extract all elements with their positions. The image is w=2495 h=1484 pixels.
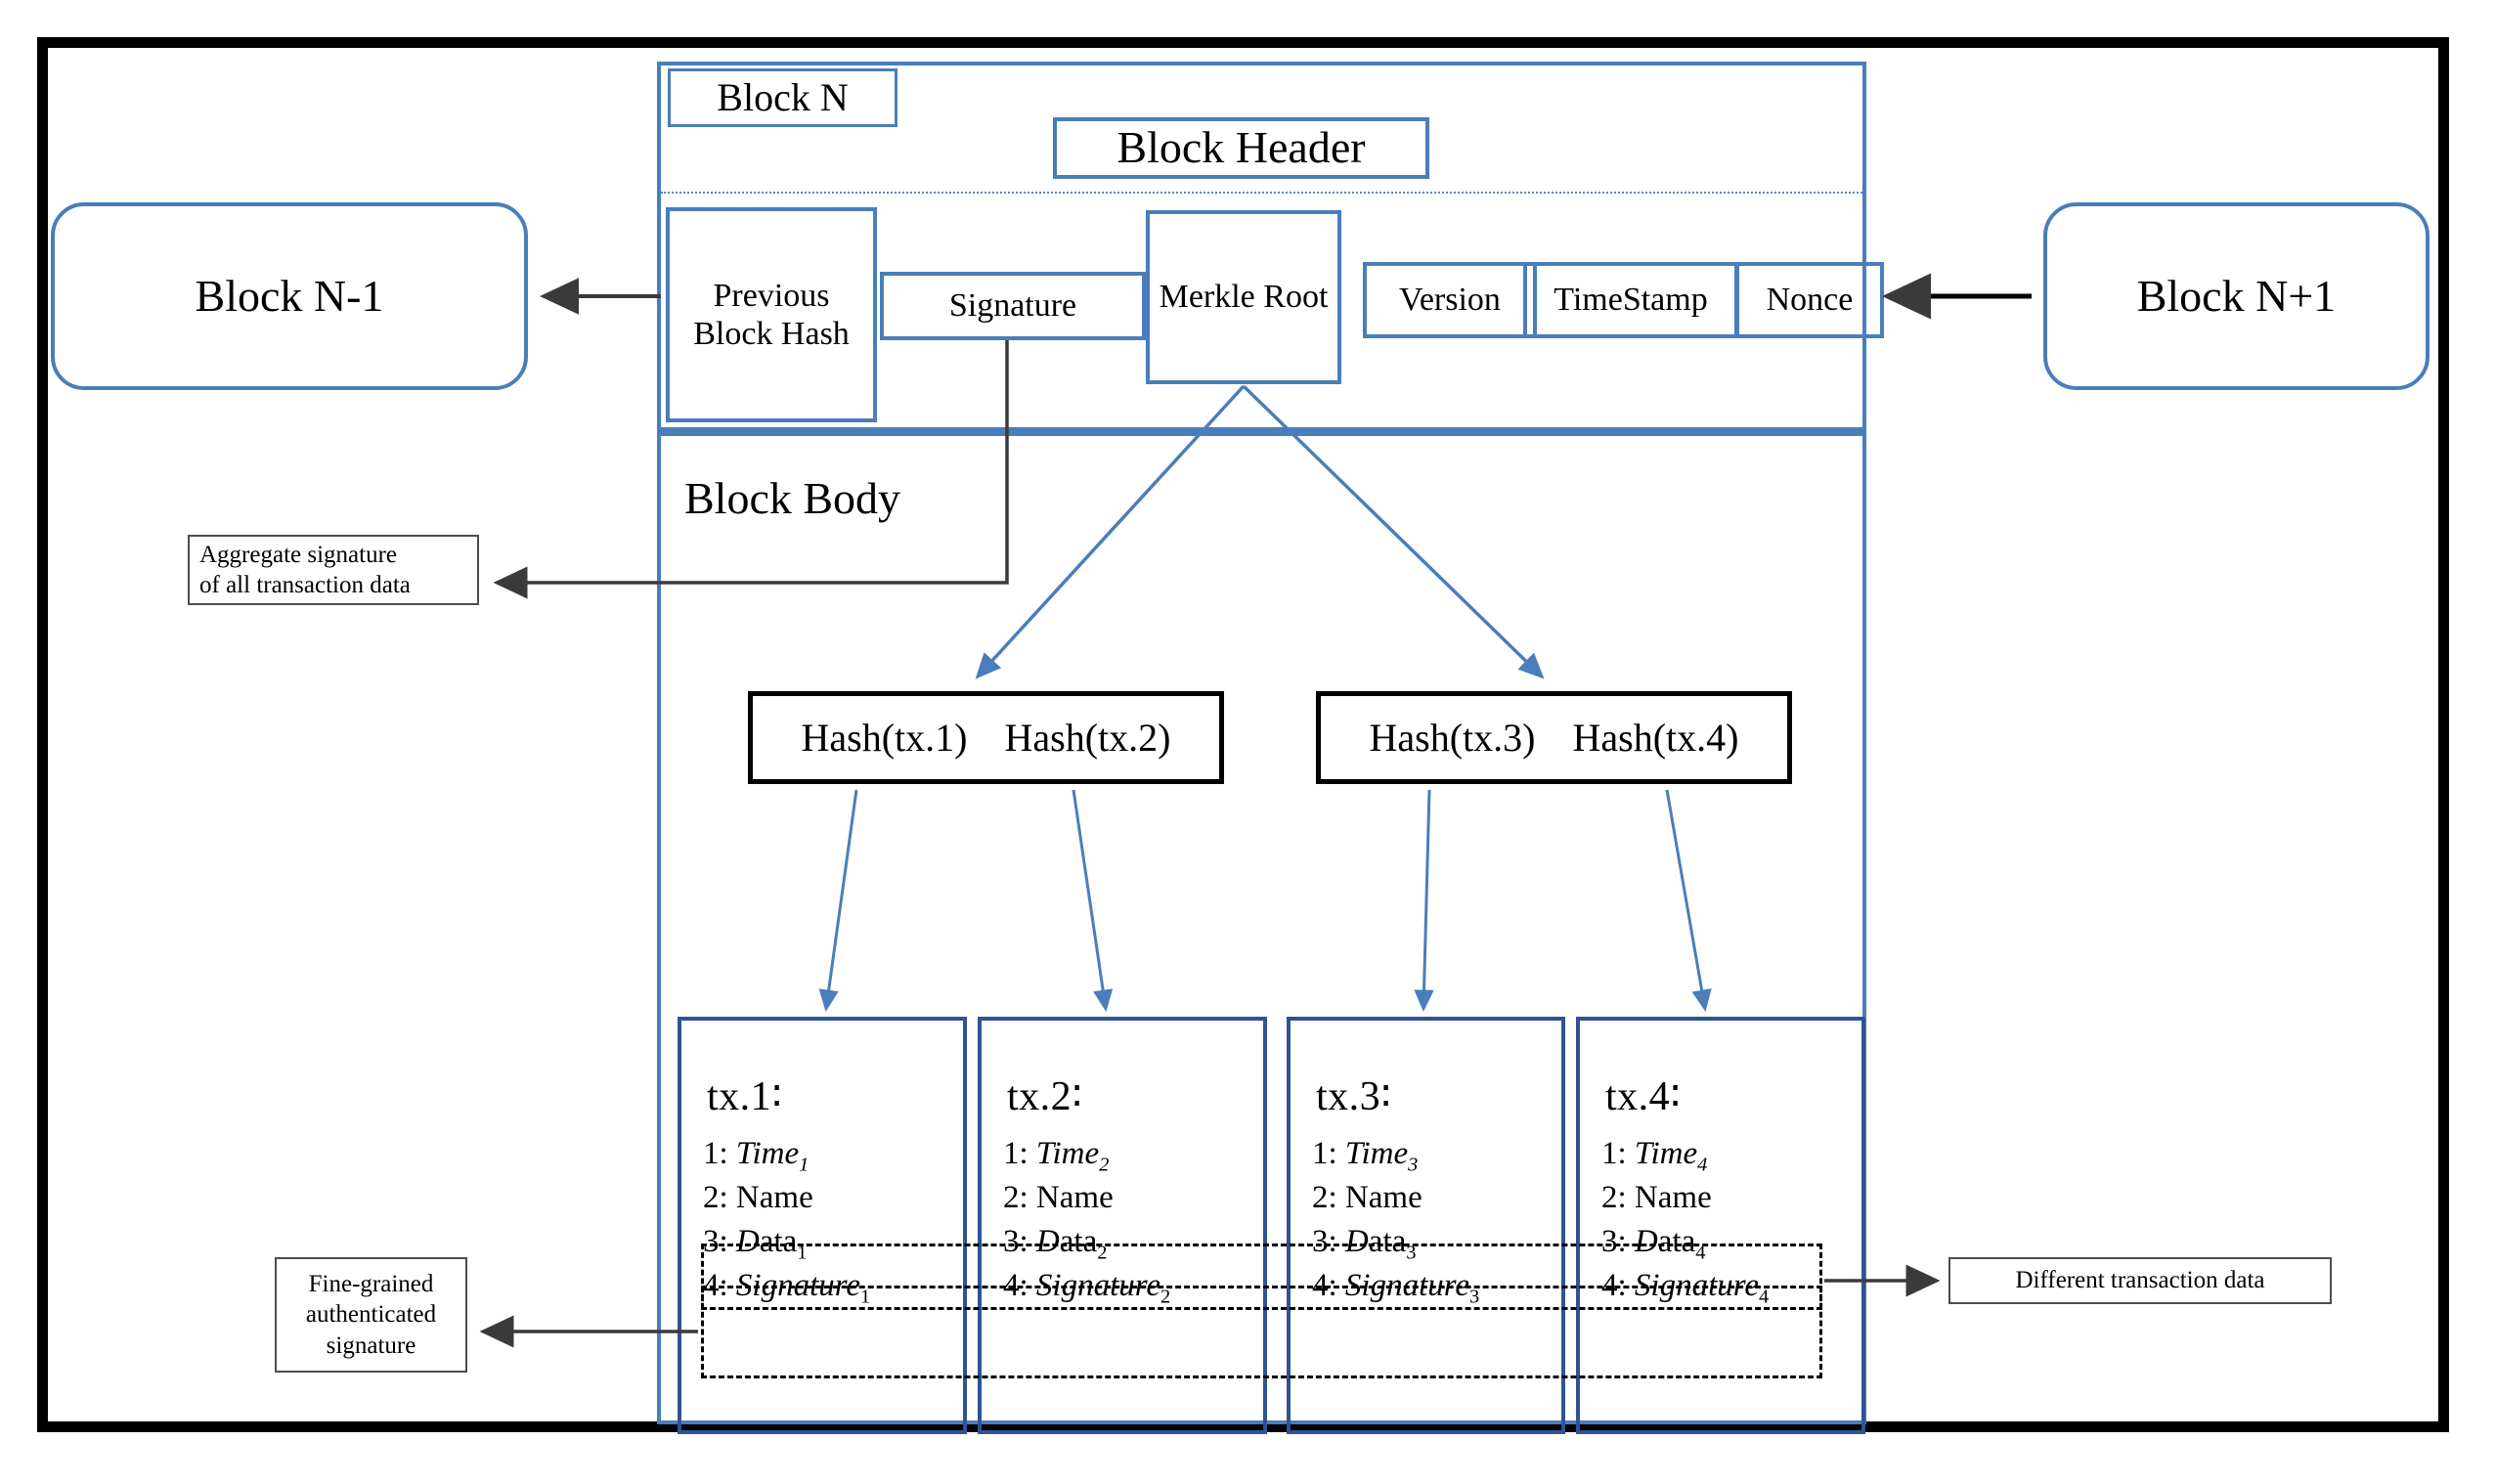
tx-card-2-time: 1: Time2 bbox=[1003, 1136, 1110, 1176]
header-field-timestamp[interactable]: TimeStamp bbox=[1523, 262, 1738, 338]
note-fine-grained-line2: authenticated bbox=[305, 1301, 437, 1329]
tx-card-3-lines: 1: Time3 2: Name 3: Data3 4: Signature3 bbox=[1291, 1120, 1561, 1308]
header-field-version[interactable]: Version bbox=[1363, 262, 1537, 338]
header-field-nonce-label: Nonce bbox=[1766, 282, 1854, 319]
block-body-label: Block Body bbox=[684, 472, 901, 523]
tx-card-1-lines: 1: Time1 2: Name 3: Data1 4: Signature1 bbox=[681, 1120, 963, 1308]
block-header-label: Block Header bbox=[1116, 122, 1366, 173]
note-different-transaction-data-label: Different transaction data bbox=[2015, 1267, 2265, 1294]
hash-tx-3-label: Hash(tx.3) bbox=[1369, 715, 1536, 760]
block-n-plus-1-label: Block N+1 bbox=[2136, 270, 2337, 321]
tx-card-3-signature: 4: Signature3 bbox=[1312, 1268, 1480, 1308]
header-field-signature-label: Signature bbox=[948, 287, 1077, 325]
tx-card-2-signature: 4: Signature2 bbox=[1003, 1268, 1171, 1308]
tx-card-2-lines: 1: Time2 2: Name 3: Data2 4: Signature2 bbox=[982, 1120, 1263, 1308]
note-different-transaction-data: Different transaction data bbox=[1948, 1257, 2332, 1304]
block-n-label-chip: Block N bbox=[668, 68, 897, 127]
hash-group-1[interactable]: Hash(tx.1) Hash(tx.2) bbox=[748, 691, 1224, 784]
tx-card-4[interactable]: tx.4∶ 1: Time4 2: Name 3: Data4 4: Signa… bbox=[1576, 1017, 1865, 1434]
note-aggregate-signature-line1: Aggregate signature bbox=[199, 541, 398, 568]
tx-card-1-time: 1: Time1 bbox=[703, 1136, 810, 1176]
header-field-nonce[interactable]: Nonce bbox=[1735, 262, 1884, 338]
tx-card-4-lines: 1: Time4 2: Name 3: Data4 4: Signature4 bbox=[1580, 1120, 1861, 1308]
tx-card-4-title: tx.4∶ bbox=[1605, 1074, 1682, 1119]
tx-card-1-data: 3: Data1 bbox=[703, 1224, 808, 1264]
tx-card-3[interactable]: tx.3∶ 1: Time3 2: Name 3: Data3 4: Signa… bbox=[1287, 1017, 1565, 1434]
block-body-label-wrap: Block Body bbox=[684, 469, 1007, 528]
block-header-body-divider bbox=[659, 427, 1864, 436]
tx-card-1-name: 2: Name bbox=[703, 1180, 813, 1215]
tx-card-4-data: 3: Data4 bbox=[1601, 1224, 1706, 1264]
block-header-chip: Block Header bbox=[1053, 117, 1429, 179]
hash-tx-1-label: Hash(tx.1) bbox=[801, 715, 968, 760]
tx-card-2-name: 2: Name bbox=[1003, 1180, 1114, 1215]
header-field-merkle-root[interactable]: Merkle Root bbox=[1146, 210, 1341, 384]
tx-card-1-title: tx.1∶ bbox=[707, 1074, 783, 1119]
tx-card-1-signature: 4: Signature1 bbox=[703, 1268, 871, 1308]
tx-card-2[interactable]: tx.2∶ 1: Time2 2: Name 3: Data2 4: Signa… bbox=[978, 1017, 1267, 1434]
tx-card-3-data: 3: Data3 bbox=[1312, 1224, 1417, 1264]
tx-card-4-signature: 4: Signature4 bbox=[1601, 1268, 1770, 1308]
tx-card-1[interactable]: tx.1∶ 1: Time1 2: Name 3: Data1 4: Signa… bbox=[678, 1017, 967, 1434]
block-n-plus-1[interactable]: Block N+1 bbox=[2043, 202, 2429, 390]
note-fine-grained-signature: Fine-grained authenticated signature bbox=[275, 1257, 467, 1373]
block-n-minus-1[interactable]: Block N-1 bbox=[51, 202, 528, 390]
note-aggregate-signature: Aggregate signature of all transaction d… bbox=[188, 535, 479, 605]
header-field-previous-block-hash[interactable]: Previous Block Hash bbox=[666, 207, 877, 422]
note-fine-grained-line3: signature bbox=[326, 1331, 416, 1359]
hash-tx-4-label: Hash(tx.4) bbox=[1572, 715, 1739, 760]
block-header-dotted-divider bbox=[661, 192, 1862, 194]
tx-card-2-data: 3: Data2 bbox=[1003, 1224, 1108, 1264]
tx-card-3-title: tx.3∶ bbox=[1316, 1074, 1392, 1119]
block-n-minus-1-label: Block N-1 bbox=[195, 270, 384, 321]
note-aggregate-signature-line2: of all transaction data bbox=[199, 572, 411, 598]
note-fine-grained-line1: Fine-grained bbox=[308, 1271, 434, 1298]
tx-card-4-time: 1: Time4 bbox=[1601, 1136, 1708, 1176]
block-n-container[interactable] bbox=[657, 62, 1866, 1424]
header-field-previous-block-hash-label: Previous Block Hash bbox=[693, 277, 850, 352]
tx-card-3-time: 1: Time3 bbox=[1312, 1136, 1419, 1176]
header-field-timestamp-label: TimeStamp bbox=[1554, 282, 1708, 319]
hash-tx-2-label: Hash(tx.2) bbox=[1004, 715, 1171, 760]
block-n-label: Block N bbox=[717, 75, 849, 119]
header-field-signature[interactable]: Signature bbox=[880, 272, 1146, 340]
header-field-merkle-root-label: Merkle Root bbox=[1159, 279, 1329, 316]
hash-group-2[interactable]: Hash(tx.3) Hash(tx.4) bbox=[1316, 691, 1792, 784]
diagram-outer-frame bbox=[37, 37, 2449, 1432]
tx-card-3-name: 2: Name bbox=[1312, 1180, 1423, 1215]
tx-card-4-name: 2: Name bbox=[1601, 1180, 1712, 1215]
header-field-version-label: Version bbox=[1399, 282, 1501, 319]
tx-card-2-title: tx.2∶ bbox=[1007, 1074, 1083, 1119]
